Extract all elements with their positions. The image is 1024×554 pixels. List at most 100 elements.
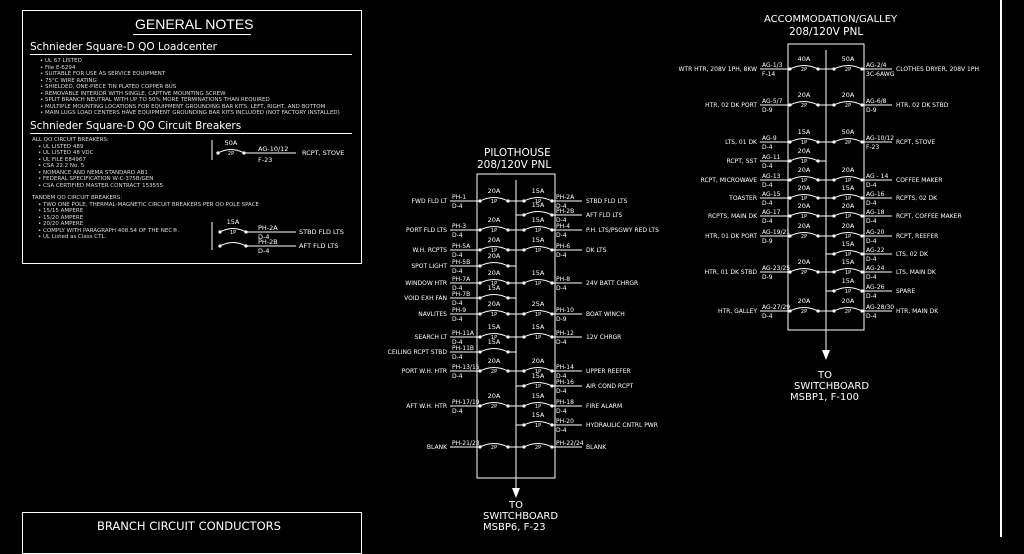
pilothouse-right-circuit-wire: D-4 [556, 252, 567, 259]
galley-left-circuit-ckt: AG-5/7 [762, 98, 783, 105]
example1-breaker-arc [217, 149, 245, 154]
galley-right-circuit-breaker-arc [833, 287, 863, 292]
breaker-item: • CSA CERTIFIED MASTER CONTRACT 153555 [38, 182, 164, 189]
galley-right-circuit-breaker-amp: 50A [842, 55, 855, 63]
galley-left-circuit-ckt: AG-1/3 [762, 62, 783, 69]
loadcenter-item: • SPLIT BRANCH NEUTRAL WITH UP TO 50% MO… [40, 97, 270, 103]
galley-left-circuit-load: RCPT, SST [727, 158, 758, 165]
galley-right-circuit-ckt: AG-10/12 [866, 135, 894, 142]
pilothouse-right-circuit-breaker-amp: 15A [532, 323, 545, 331]
pilothouse-right-circuit-breaker-amp: 15A [532, 269, 545, 277]
galley-left-circuit-load: HTR, 02 DK PORT [705, 102, 757, 109]
galley-right-circuit-ckt: AG-26 [866, 284, 885, 291]
pilothouse-right-circuit-ckt: PH-8 [556, 276, 570, 283]
pilothouse-right-circuit-breaker-pole: 1P [535, 228, 541, 234]
pilothouse-right-circuit-load: BLANK [586, 444, 607, 451]
galley-left-circuit-wire: D-4 [762, 218, 773, 225]
galley-title: ACCOMMODATION/GALLEY [764, 14, 898, 25]
galley-right-circuit-breaker-pole: 1P [845, 289, 851, 295]
galley-left-circuit-breaker-pole: 2P [801, 309, 807, 315]
pilothouse-right-circuit-wire: D-4 [556, 427, 567, 434]
pilothouse-left-circuit-load: WINDOW HTR [405, 280, 447, 287]
galley-right-circuit-ckt: AG-6/8 [866, 98, 887, 105]
pilothouse-left-circuit-ckt: PH-3 [452, 223, 466, 230]
pilothouse-right-circuit-breaker-arc [523, 279, 553, 284]
pilothouse-right-circuit-breaker-arc [523, 197, 553, 202]
pilothouse-left-circuit-wire: D-4 [452, 316, 463, 323]
galley-left-circuit-wire: D-9 [762, 107, 773, 114]
galley-right-circuit-wire: D-4 [866, 313, 877, 320]
tandem-item: TANDEM QO CIRCUIT BREAKERS: [32, 195, 123, 201]
loadcenter-heading: Schnieder Square-D QO Loadcenter [30, 41, 217, 53]
pilothouse-right-circuit-breaker-pole: 1P [535, 384, 541, 390]
pilothouse-left-circuit-ckt: PH-7B [452, 291, 470, 298]
galley-right-circuit-wire: D-9 [866, 107, 877, 114]
pilothouse-right-circuit-breaker-amp: 15A [532, 392, 545, 400]
galley-left-circuit-breaker-arc [789, 101, 819, 106]
galley-right-circuit-wire: D-4 [866, 218, 877, 225]
galley-left-circuit-ckt: AG-17 [762, 209, 781, 216]
pilothouse-left-circuit-breaker-amp: 15A [488, 284, 501, 292]
pilothouse-left-circuit-ckt: PH-11A [452, 330, 475, 337]
pilothouse-right-circuit-ckt: PH-2A [556, 194, 575, 201]
galley-right-circuit-ckt: AG-22 [866, 247, 885, 254]
pilothouse-right-circuit-wire: D-4 [556, 388, 567, 395]
galley-left-circuit-load: HTR, 01 DK PORT [705, 233, 757, 240]
galley-left-circuit-breaker-amp: 40A [798, 55, 811, 63]
pilothouse-left-circuit-breaker-pole: 1P [491, 335, 497, 341]
galley-left-circuit-breaker-amp: 20A [798, 258, 811, 266]
galley-right-circuit-load: RCPT, COFFEE MAKER [896, 213, 962, 220]
pilothouse-right-circuit-breaker-pole: 1P [535, 312, 541, 318]
breaker-item: • FEDERAL SPECIFICATION W-C-375B/GEN [38, 176, 154, 182]
pilothouse-left-circuit-wire: D-4 [452, 232, 463, 239]
breaker-item: • NOMANCE AND NEMA STANDARD AB1 [38, 169, 148, 176]
loadcenter-item: • MAIN LUGS LOAD CENTERS HAVE EQUIPMENT … [40, 110, 340, 116]
pilothouse-left-circuit-breaker-amp: 20A [488, 392, 501, 400]
galley-left-circuit-ckt: AG-27/29 [762, 304, 790, 311]
pilothouse-right-circuit-breaker-pole: 1P [535, 404, 541, 410]
galley-left-circuit-wire: D-4 [762, 144, 773, 151]
pilothouse-left-circuit-wire: D-4 [452, 354, 463, 361]
galley-right-circuit-ckt: AG-28/30 [866, 304, 894, 311]
galley-right-circuit-wire: D-4 [866, 293, 877, 300]
galley-left-circuit-breaker-amp: 20A [798, 166, 811, 174]
breakers-heading: Schnieder Square-D QO Circuit Breakers [30, 120, 242, 132]
loadcenter-item: • MULTIPLE MOUNTING LOCATIONS FOR EQUIPM… [40, 103, 326, 110]
galley-right-circuit-breaker-pole: 1P [845, 270, 851, 276]
pilothouse-right-circuit-breaker-arc [523, 382, 553, 387]
galley-right-circuit-load: RCPT, REEFER [896, 233, 938, 240]
tandem-item: • TWO ONE POLE, THERMAL-MAGNETIC CIRCUIT… [38, 201, 260, 208]
pilothouse-right-circuit-breaker-pole: 1P [535, 369, 541, 375]
pilothouse-right-circuit-breaker-amp: 15A [532, 201, 545, 209]
galley-right-circuit-load: HTR, 02 DK STBD [896, 102, 949, 109]
example2-ckt1: PH-2A [258, 224, 278, 232]
pilothouse-left-circuit-breaker-arc [479, 367, 509, 372]
pilothouse-right-circuit-breaker-arc [523, 246, 553, 251]
galley-right-circuit-breaker-pole: 1P [845, 214, 851, 220]
galley-subtitle: 208/120V PNL [789, 26, 864, 38]
pilothouse-right-circuit-ckt: PH-4 [556, 223, 570, 230]
galley-right-circuit-load: COFFEE MAKER [896, 177, 942, 184]
galley-feed-ref: MSBP1, F-100 [790, 392, 860, 403]
pilothouse-left-circuit-breaker-arc [479, 333, 509, 338]
galley-left-circuit-breaker-amp: 20A [798, 297, 811, 305]
galley-right-circuit-wire: D-4 [866, 274, 877, 281]
galley-left-circuit-breaker-pole: 1P [801, 140, 807, 146]
pilothouse-left-circuit-breaker-pole: 2P [491, 445, 497, 451]
pilothouse-left-circuit-ckt: PH-17/19 [452, 399, 480, 406]
galley-right-circuit-load: LTS, 02 DK [896, 251, 929, 258]
example1-load: RCPT, STOVE [302, 149, 344, 157]
pilothouse-left-circuit-breaker-pole: 1P [491, 199, 497, 205]
pilothouse-left-circuit-breaker-arc [479, 197, 509, 202]
example1-breaker-amp: 50A [225, 139, 238, 147]
galley-right-circuit-load: CLOTHES DRYER, 208V 1PH [896, 66, 979, 73]
pilothouse-left-circuit-breaker-pole: 1P [491, 248, 497, 254]
pilothouse-left-circuit-load: FWD FLD LT [412, 198, 448, 205]
galley-right-circuit-ckt: AG - 14 [866, 173, 888, 180]
pilothouse-right-circuit-load: HYDRAULIC CNTRL PWR [586, 422, 658, 429]
loadcenter-item: • SHIELDED, ONE-PIECE TIN PLATED COPPER … [40, 84, 177, 90]
galley-left-circuit-breaker-pole: 1P [801, 214, 807, 220]
breaker-item: • UL LISTED 48 VDC [38, 150, 94, 156]
pilothouse-right-circuit-breaker-amp: 20A [532, 357, 545, 365]
pilothouse-left-circuit-load: PORT W.H. HTR [402, 368, 447, 375]
